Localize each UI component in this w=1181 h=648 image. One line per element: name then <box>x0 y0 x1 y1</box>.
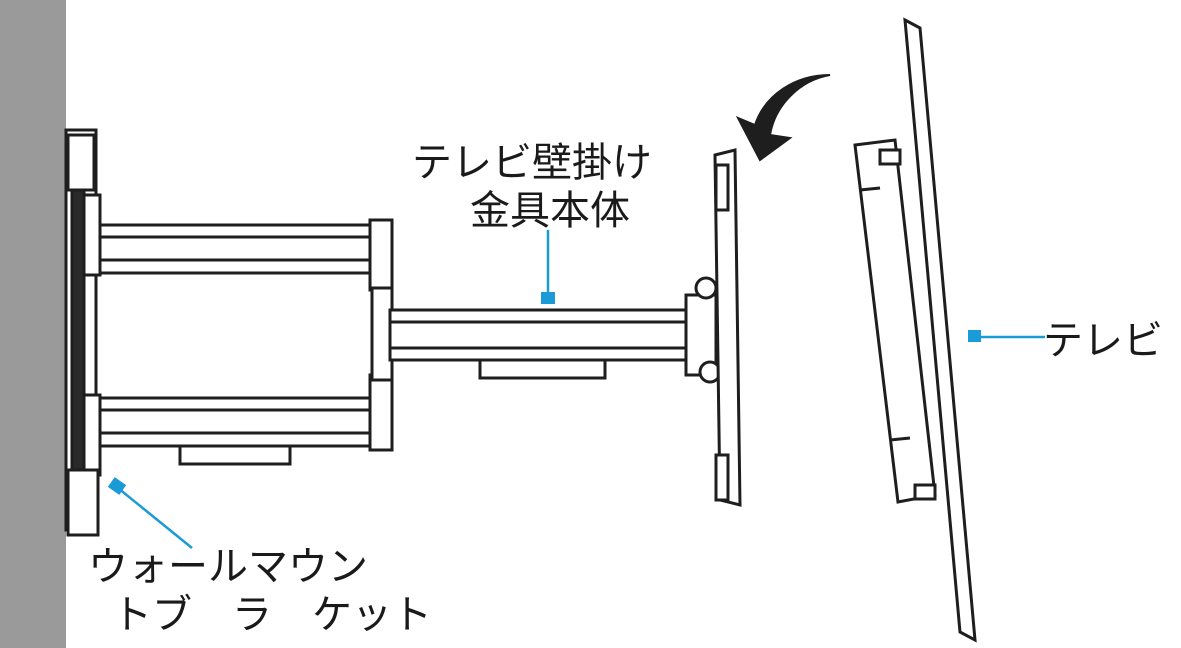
label-wall-bracket-line2: トブ ラ ケット <box>112 592 432 638</box>
television <box>853 17 977 643</box>
callout-tv <box>968 330 1045 342</box>
label-mount-body-line2: 金具本体 <box>470 188 630 234</box>
curved-arrow-icon <box>735 74 831 162</box>
tv-mount-plate <box>713 148 742 507</box>
callout-mount-body <box>541 230 555 304</box>
extension-arm <box>388 276 722 384</box>
upper-arm <box>98 218 394 292</box>
lower-arm <box>98 373 394 466</box>
wall-plate <box>64 128 102 537</box>
callout-wall-bracket <box>107 477 193 549</box>
label-tv: テレビ <box>1043 318 1163 364</box>
label-mount-body-line1: テレビ壁掛け <box>412 140 652 186</box>
wall <box>0 0 66 648</box>
label-wall-bracket-line1: ウォールマウン <box>88 544 368 590</box>
